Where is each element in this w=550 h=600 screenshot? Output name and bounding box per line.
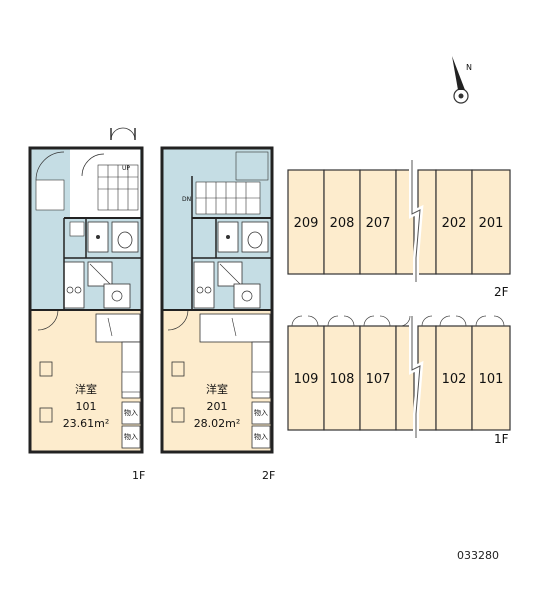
balcony-door-icon bbox=[110, 127, 136, 141]
unit-area: 28.02m² bbox=[194, 417, 241, 430]
unit-label: 202 bbox=[442, 216, 467, 231]
unit-label: 207 bbox=[366, 216, 391, 231]
unit-label: 101 bbox=[479, 372, 504, 387]
unit-label: 108 bbox=[330, 372, 355, 387]
storage-label: 物入 bbox=[254, 432, 268, 441]
unit-101-plan: 物入 物入 UP 洋室 101 23.61m² bbox=[28, 127, 144, 454]
stairs-up-label: UP bbox=[122, 165, 130, 172]
floor-label-1f: 1F bbox=[132, 469, 145, 482]
floor-label-1f-site: 1F bbox=[494, 432, 509, 446]
storage-label: 物入 bbox=[124, 408, 138, 417]
site-plan-2f bbox=[287, 160, 511, 282]
unit-label: 201 bbox=[479, 216, 504, 231]
unit-label: 109 bbox=[294, 372, 319, 387]
unit-label: 107 bbox=[366, 372, 391, 387]
unit-label: 102 bbox=[442, 372, 467, 387]
floor-label-2f: 2F bbox=[262, 469, 275, 482]
unit-number: 101 bbox=[76, 400, 97, 413]
unit-area: 23.61m² bbox=[63, 417, 110, 430]
compass-icon: N bbox=[452, 56, 472, 104]
storage-label: 物入 bbox=[124, 432, 138, 441]
floor-label-2f-site: 2F bbox=[494, 285, 509, 299]
site-plan-1f bbox=[287, 316, 511, 438]
compass-label: N bbox=[466, 63, 472, 72]
unit-number: 201 bbox=[207, 400, 228, 413]
storage-label: 物入 bbox=[254, 408, 268, 417]
unit-201-plan: DN 物入 物入 bbox=[160, 146, 274, 454]
property-code: 033280 bbox=[457, 549, 499, 562]
unit-label: 209 bbox=[294, 216, 319, 231]
stairs-down-label: DN bbox=[182, 196, 191, 203]
room-type-label: 洋室 bbox=[75, 382, 97, 396]
unit-label: 208 bbox=[330, 216, 355, 231]
room-type-label: 洋室 bbox=[206, 382, 228, 396]
entrance-doors bbox=[291, 315, 505, 327]
